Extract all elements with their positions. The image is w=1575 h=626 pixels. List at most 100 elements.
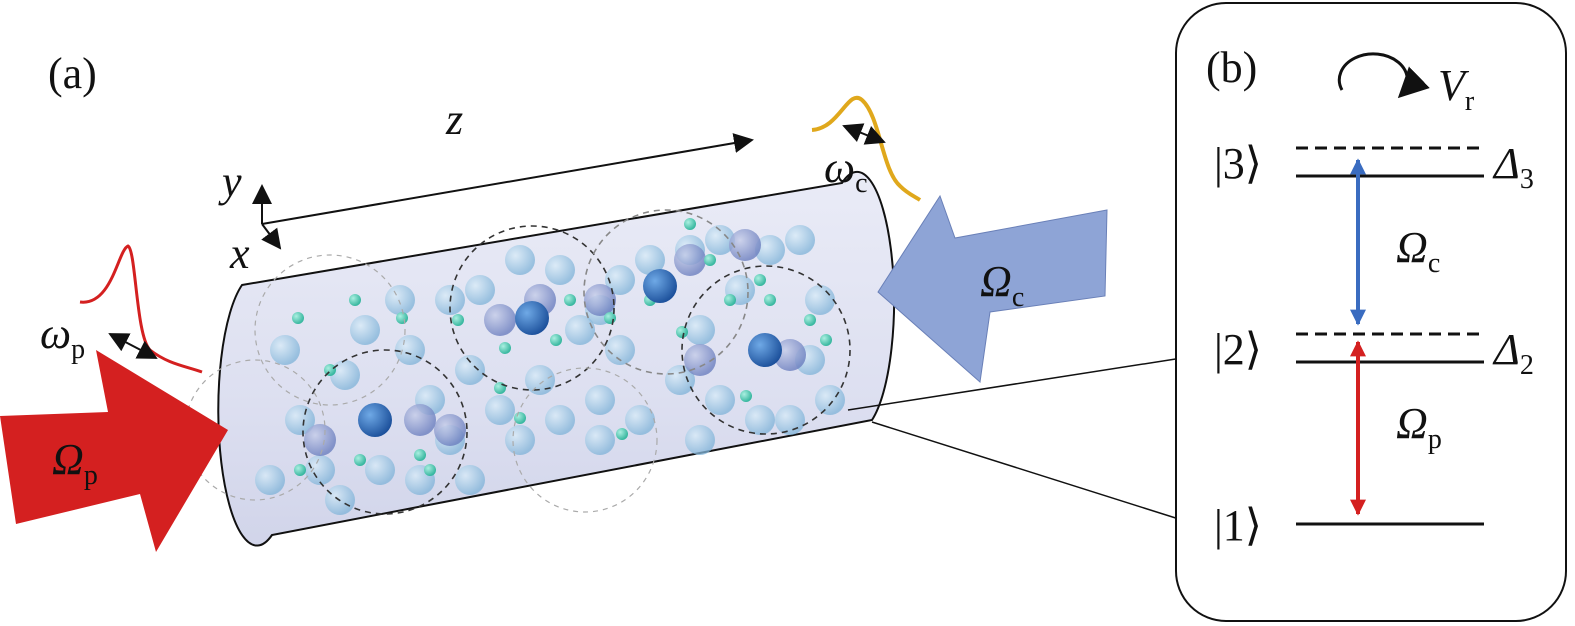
atom [255,465,285,495]
x-axis-label: x [229,229,250,278]
atom [424,464,436,476]
atom [724,294,736,306]
blockade-sphere-faint [254,254,406,406]
atom [365,455,395,485]
atom [485,395,515,425]
atom [740,390,752,402]
atom [745,405,775,435]
atom [354,454,366,466]
atom [285,405,315,435]
atom [685,315,715,345]
atom [605,335,635,365]
atom [685,425,715,455]
atom [452,314,464,326]
atom [755,235,785,265]
atom [804,314,816,326]
interaction-cycle-icon [1337,52,1430,99]
level-1-ket: |1⟩ [1214,501,1262,550]
probe-pulse-icon [79,244,203,374]
probe-width-arrow [108,333,158,359]
atom [515,301,549,335]
atom [455,465,485,495]
control-coupling-label: Ωc [1396,223,1440,279]
atom [349,294,361,306]
atom [414,449,426,461]
control-width-arrow [842,123,886,145]
zoom-connector-line [871,421,1183,521]
level-3-ket: |3⟩ [1214,139,1262,188]
probe-beam-label: Ωp [52,435,98,491]
atom [395,335,425,365]
probe-coupling-label: Ωp [1396,399,1442,455]
blockade-spheres-faint [184,254,658,513]
atom [525,365,555,395]
detuning-3-label: Δ3 [1492,139,1534,195]
atom [292,312,304,324]
atom [729,229,761,261]
atom [494,382,506,394]
atom [704,254,716,266]
atom [820,334,832,346]
y-axis-label: y [218,157,242,206]
blockade-spheres [302,209,851,515]
level-diagram-frame [1175,2,1567,622]
x-axis-arrow [261,223,282,250]
atom [815,385,845,415]
atom [270,335,300,365]
atom [434,414,466,446]
panel-a-label: (a) [48,49,97,98]
atom [404,404,436,436]
blockade-sphere [302,349,468,515]
atom [330,360,360,390]
atom [676,326,688,338]
atom [705,385,735,415]
blockade-sphere-faint [184,359,326,501]
control-beam-arrow [877,194,1108,383]
probe-frequency-label: ωp [40,309,85,365]
z-axis-arrow [261,133,754,225]
panel-b-label: (b) [1206,43,1257,92]
atom [396,312,408,324]
detuning-2-label: Δ2 [1492,325,1534,381]
atom [643,269,677,303]
atom [684,218,696,230]
atom [505,245,535,275]
atom [294,464,306,476]
blockade-sphere [681,265,851,435]
atom [545,255,575,285]
atom [665,365,695,395]
panel-a: (a) z y x Ωp [0,49,1183,552]
atom [584,284,616,316]
atom [754,274,766,286]
panel-b: (b) Vr |3⟩ Δ3 |2⟩ Δ2 |1⟩ Ωc Ωp [1175,2,1567,622]
control-frequency-label: ωc [824,143,868,199]
atom [635,245,665,275]
atom [748,333,782,367]
blockade-sphere [583,209,749,375]
atom [385,285,415,315]
atom [705,225,735,255]
zoom-connector-line [847,357,1183,411]
atom [455,355,485,385]
blockade-sphere-faint [512,367,658,513]
atom [545,405,575,435]
atom [505,425,535,455]
atom [775,405,805,435]
probe-beam-arrow [0,350,228,552]
atom [499,342,511,354]
z-axis-label: z [445,95,463,144]
atom [674,244,706,276]
atom [764,294,776,306]
blockade-sphere [449,225,615,391]
atom [585,425,615,455]
atoms [255,218,845,515]
atom [616,428,628,440]
atom [625,405,655,435]
atom [605,265,635,295]
level-2-ket: |2⟩ [1214,325,1262,374]
atom [805,285,835,315]
atom [304,424,336,456]
atom [350,315,380,345]
atom [358,403,392,437]
